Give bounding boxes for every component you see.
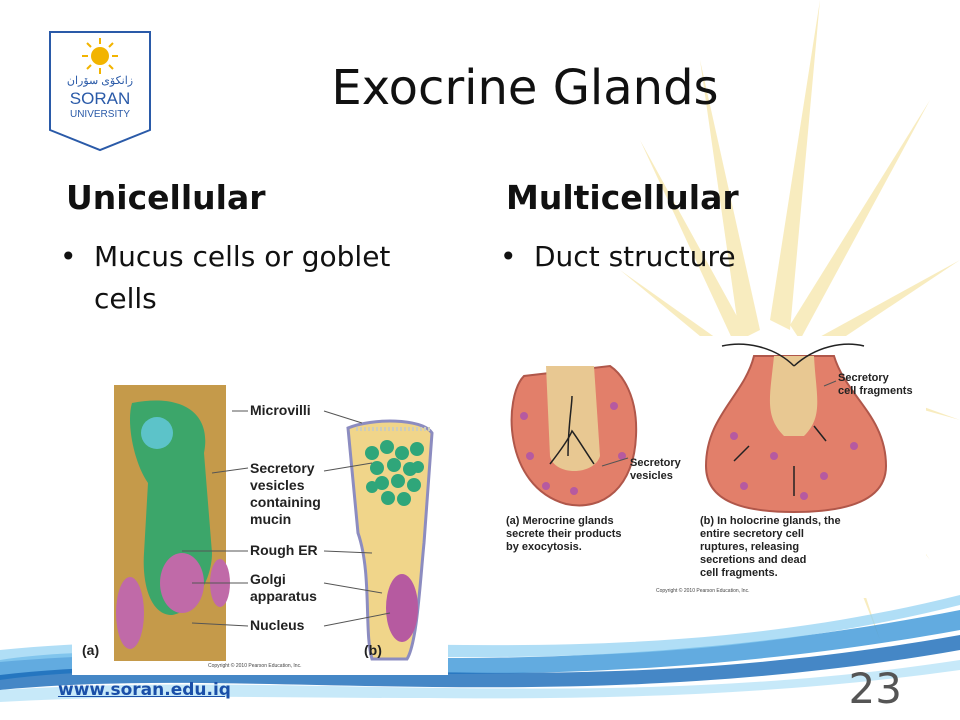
bullet-right: • Duct structure	[500, 236, 880, 278]
bullet-left: • Mucus cells or goblet cells	[60, 236, 440, 320]
holocrine-gland-drawing	[704, 343, 888, 514]
label-panel-a: (a)	[82, 642, 99, 658]
heading-multicellular: Multicellular	[506, 178, 739, 217]
heading-unicellular: Unicellular	[66, 178, 266, 217]
drawing-panel-b	[346, 419, 434, 661]
caption-a-2: secrete their products	[506, 528, 622, 540]
label-golgi-2: apparatus	[250, 588, 317, 604]
sun-icon	[82, 38, 118, 74]
label-fragments-1: Secretory	[838, 372, 890, 384]
caption-b-4: secretions and dead	[700, 554, 806, 566]
soran-university-logo: زانکۆی سۆران SORAN UNIVERSITY	[49, 31, 151, 152]
label-secretory-2: vesicles	[250, 477, 305, 493]
caption-b-2: entire secretory cell	[700, 528, 804, 540]
label-fragments-2: cell fragments	[838, 385, 913, 397]
caption-a-3: by exocytosis.	[506, 541, 582, 553]
logo-name-line2: UNIVERSITY	[70, 109, 130, 120]
label-secretory-vesicles-1: Secretory	[630, 457, 682, 469]
caption-b-3: ruptures, releasing	[700, 541, 799, 553]
caption-a-1: (a) Merocrine glands	[506, 515, 614, 527]
bullet-left-line2: cells	[94, 282, 157, 315]
gland-types-figure: Secretory vesicles Secretory cell fragme…	[494, 336, 926, 598]
caption-b-1: (b) In holocrine glands, the	[700, 515, 841, 527]
page-number: 23	[848, 664, 902, 713]
figure-left-copyright: Copyright © 2010 Pearson Education, Inc.	[208, 662, 301, 669]
logo-arabic-text: زانکۆی سۆران	[67, 75, 133, 87]
bullet-right-line1: Duct structure	[534, 240, 736, 273]
label-secretory-3: containing	[250, 494, 321, 510]
logo-name-line1: SORAN	[70, 89, 130, 108]
goblet-cell-figure: Microvilli Secretory vesicles containing…	[72, 383, 448, 675]
micrograph-panel-a	[114, 385, 230, 661]
label-nucleus: Nucleus	[250, 617, 305, 633]
label-microvilli: Microvilli	[250, 402, 311, 418]
bullet-dot: •	[500, 240, 517, 273]
figure-right-copyright: Copyright © 2010 Pearson Education, Inc.	[656, 587, 749, 594]
label-secretory-vesicles-2: vesicles	[630, 470, 673, 482]
label-secretory-4: mucin	[250, 511, 291, 527]
label-rough-er: Rough ER	[250, 542, 318, 558]
slide-title: Exocrine Glands	[331, 60, 719, 116]
footer-website-link[interactable]: www.soran.edu.iq	[58, 680, 231, 700]
caption-b-5: cell fragments.	[700, 567, 778, 579]
label-panel-b: (b)	[364, 642, 382, 658]
label-golgi-1: Golgi	[250, 571, 286, 587]
label-secretory-1: Secretory	[250, 460, 315, 476]
bullet-left-line1: Mucus cells or goblet	[94, 240, 391, 273]
bullet-dot: •	[60, 240, 77, 273]
merocrine-gland-drawing	[510, 364, 638, 507]
